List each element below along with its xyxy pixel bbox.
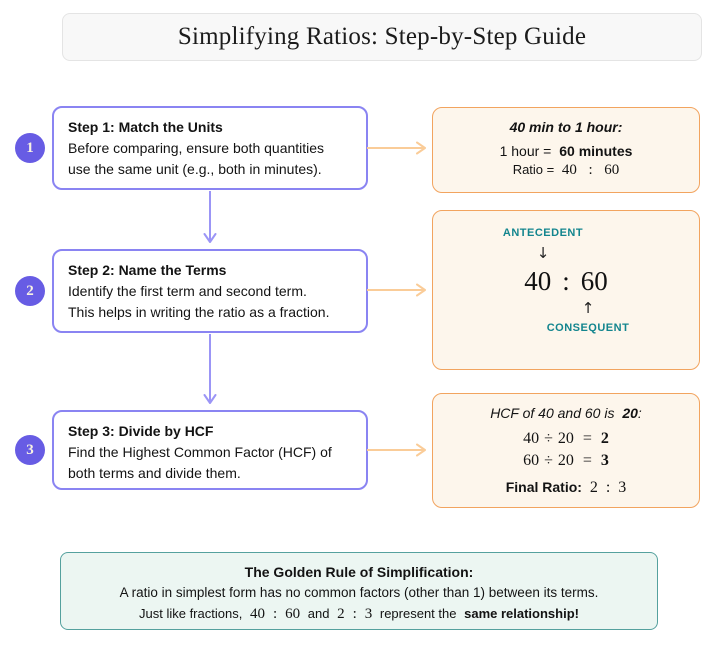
eq2-equals-sign: =	[582, 452, 592, 469]
step1-box: Step 1: Match the Units Before comparing…	[52, 106, 368, 190]
consequent-label: CONSEQUENT	[546, 322, 630, 334]
eq1-result: 2	[600, 430, 609, 447]
title-banner: Simplifying Ratios: Step-by-Step Guide	[62, 13, 702, 61]
ratio-first-term: 40	[524, 266, 552, 296]
hcf-heading-prefix: HCF of 40 and 60 is	[490, 405, 615, 421]
line2-ratio1-second: 60	[285, 606, 301, 622]
step2-line2: This helps in writing the ratio as a fra…	[68, 304, 330, 320]
step3-number-badge: 3	[15, 435, 45, 465]
ratio-colon: :	[562, 266, 570, 296]
step3-heading: Step 3: Divide by HCF	[68, 423, 214, 439]
eq2-b: 20	[557, 452, 574, 469]
step2-number: 2	[26, 282, 34, 299]
final-ratio-second: 3	[618, 479, 627, 496]
eq2-divide-sign: ÷	[544, 452, 553, 469]
final-ratio-label: Final Ratio:	[505, 479, 582, 495]
golden-rule-line1: A ratio in simplest form has no common f…	[119, 585, 599, 600]
eq1-divide-sign: ÷	[544, 430, 553, 447]
division-line-1: 40÷20 = 2	[433, 428, 699, 450]
example2-box: ANTECEDENT ↓ 40:60 ↑ CONSEQUENT	[432, 210, 700, 370]
flow-arrow-down-1-icon	[202, 191, 218, 248]
example1-heading: 40 min to 1 hour:	[509, 119, 623, 135]
example3-heading: HCF of 40 and 60 is 20:	[433, 405, 699, 421]
step1-line1: Before comparing, ensure both quantities	[68, 140, 325, 156]
step3-line1: Find the Highest Common Factor (HCF) of	[68, 444, 332, 460]
line2-ratio1-colon: :	[272, 606, 278, 622]
hcf-heading-bold: 20	[622, 405, 638, 421]
up-arrow-icon: ↑	[581, 299, 595, 317]
line2-ratio2-first: 2	[337, 606, 345, 622]
example1-conversion: 1 hour = 60 minutes	[433, 143, 699, 159]
eq1-a: 40	[523, 430, 540, 447]
line2-bold: same relationship!	[464, 606, 579, 621]
eq1-equals-sign: =	[582, 430, 592, 447]
final-ratio-first: 2	[589, 479, 598, 496]
golden-rule-line2: Just like fractions, 40:60 and 2:3 repre…	[61, 604, 657, 624]
conversion-prefix: 1 hour =	[499, 143, 552, 159]
line2-mid: represent the	[379, 606, 457, 621]
example3-box: HCF of 40 and 60 is 20: 40÷20=2 60÷20=3 …	[432, 393, 700, 508]
step3-number: 3	[26, 441, 34, 458]
example1-box: 40 min to 1 hour: 1 hour = 60 minutes Ra…	[432, 107, 700, 193]
step1-heading: Step 1: Match the Units	[68, 119, 223, 135]
antecedent-label: ANTECEDENT	[502, 227, 584, 239]
flow-arrow-right-3-icon	[367, 442, 431, 458]
flow-arrow-down-2-icon	[202, 334, 218, 409]
step2-number-badge: 2	[15, 276, 45, 306]
ratio-colon: :	[588, 162, 593, 178]
step3-line2: both terms and divide them.	[68, 465, 241, 481]
ratio-label: Ratio =	[512, 162, 555, 177]
ratio-first-term: 40	[561, 162, 577, 178]
line2-ratio1-first: 40	[249, 606, 265, 622]
hcf-heading-suffix: :	[637, 405, 642, 421]
line2-ratio2-colon: :	[352, 606, 357, 622]
eq1-b: 20	[557, 430, 574, 447]
step2-heading: Step 2: Name the Terms	[68, 262, 227, 278]
flow-arrow-right-2-icon	[367, 282, 431, 298]
page-title: Simplifying Ratios: Step-by-Step Guide	[177, 23, 587, 50]
final-ratio-colon: :	[605, 479, 611, 496]
example1-ratio-line: Ratio = 40 : 60	[433, 162, 699, 179]
ratio-display: 40:60	[524, 265, 608, 297]
step2-line1: Identify the first term and second term.	[68, 283, 307, 299]
example2-content: ANTECEDENT ↓ 40:60 ↑ CONSEQUENT	[433, 211, 699, 334]
line2-ratio2-second: 3	[364, 606, 373, 622]
ratio-second-term: 60	[580, 266, 608, 296]
division-line-2: 60÷20 = 3	[433, 450, 699, 472]
step1-number: 1	[26, 139, 34, 156]
eq2-result: 3	[600, 452, 609, 469]
step1-number-badge: 1	[15, 133, 45, 163]
down-arrow-icon: ↓	[536, 244, 550, 262]
line2-and: and	[307, 606, 330, 621]
step1-line2: use the same unit (e.g., both in minutes…	[68, 161, 322, 177]
line2-prefix: Just like fractions,	[139, 606, 243, 621]
flow-arrow-right-1-icon	[367, 140, 431, 156]
final-ratio-line: Final Ratio: 2:3	[433, 479, 699, 497]
step2-box: Step 2: Name the Terms Identify the firs…	[52, 249, 368, 333]
golden-rule-heading: The Golden Rule of Simplification:	[244, 564, 474, 580]
eq2-a: 60	[523, 452, 540, 469]
step3-box: Step 3: Divide by HCF Find the Highest C…	[52, 410, 368, 490]
conversion-bold: 60 minutes	[559, 143, 633, 159]
ratio-second-term: 60	[604, 162, 620, 178]
golden-rule-box: The Golden Rule of Simplification: A rat…	[60, 552, 658, 630]
